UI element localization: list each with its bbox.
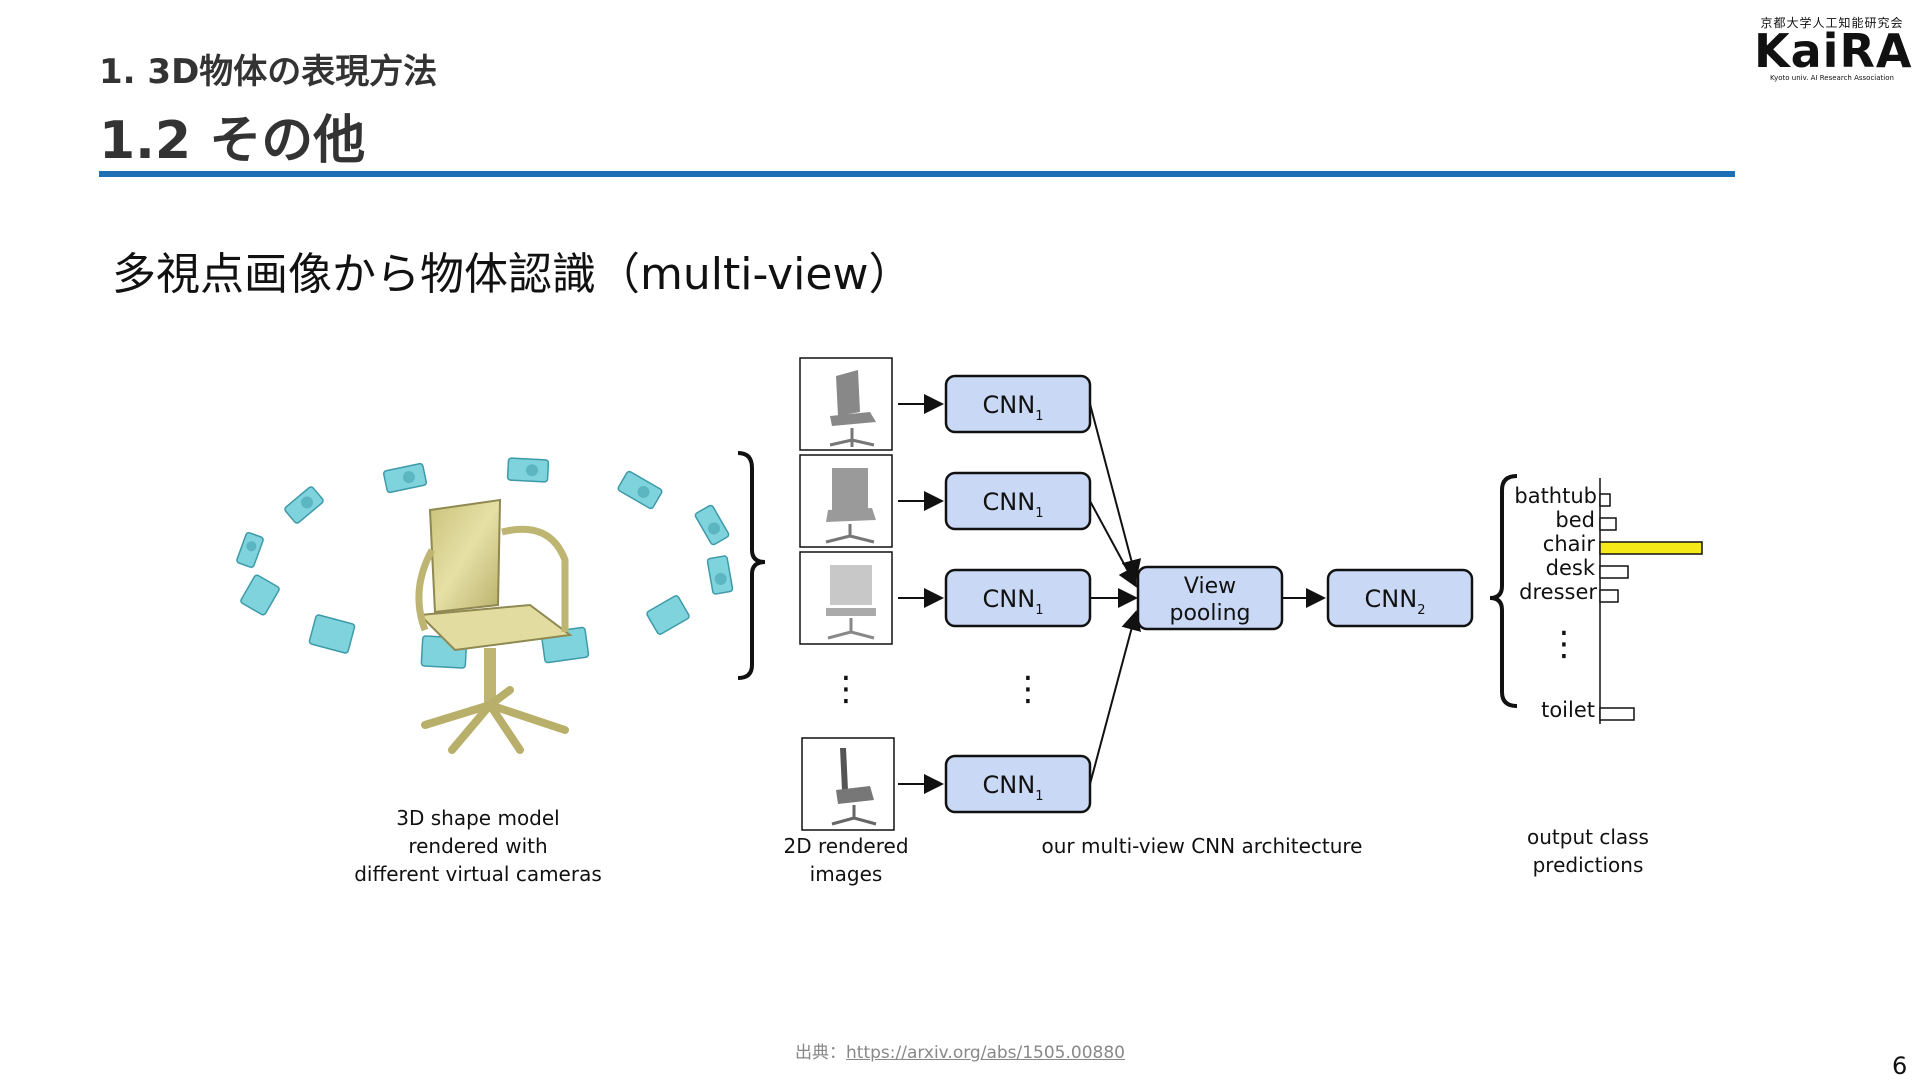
svg-text:pooling: pooling bbox=[1169, 601, 1250, 626]
svg-text:CNN1: CNN1 bbox=[983, 771, 1044, 804]
source-prefix: 出典： bbox=[795, 1043, 847, 1063]
class-label: desk bbox=[1546, 556, 1596, 580]
camera-icon bbox=[506, 457, 550, 483]
kaira-logo: 京都大学人工知能研究会 KaiRA Kyoto univ. AI Researc… bbox=[1754, 14, 1913, 84]
page-number: 6 bbox=[1892, 1052, 1908, 1080]
thumbnail bbox=[801, 737, 895, 831]
class-bar bbox=[1599, 517, 1617, 531]
class-row: dresser bbox=[1519, 580, 1619, 604]
title-divider bbox=[99, 171, 1735, 177]
class-bar bbox=[1599, 565, 1629, 579]
caption-model-line: rendered with bbox=[408, 834, 547, 858]
cnn1-box: CNN1 bbox=[944, 471, 1092, 531]
logo-wordmark: KaiRA bbox=[1754, 24, 1913, 78]
caption-model-line: 3D shape model bbox=[396, 806, 559, 830]
svg-text:CNN1: CNN1 bbox=[983, 391, 1044, 424]
multi-view-cnn-figure: ⋮ CNN1 CNN1 CNN1 CNN1 ⋮ bbox=[236, 357, 1703, 886]
cnn1-boxes: CNN1 CNN1 CNN1 CNN1 ⋮ bbox=[944, 374, 1092, 814]
view-pooling-box: View pooling bbox=[1136, 565, 1284, 631]
class-label: bed bbox=[1555, 508, 1595, 532]
cnn-ellipsis: ⋮ bbox=[1011, 669, 1045, 709]
thumbnail-ellipsis: ⋮ bbox=[829, 669, 863, 709]
thumbnail bbox=[799, 551, 893, 645]
brace-views bbox=[737, 451, 766, 680]
cnn2-box: CNN2 bbox=[1326, 568, 1474, 628]
caption-output-line: output class bbox=[1527, 825, 1649, 849]
svg-text:CNN1: CNN1 bbox=[983, 585, 1044, 618]
camera-icon bbox=[694, 504, 730, 546]
thumbnail bbox=[799, 357, 893, 451]
svg-text:View: View bbox=[1184, 574, 1236, 599]
caption-model-line: different virtual cameras bbox=[354, 862, 602, 886]
camera-icon bbox=[284, 486, 324, 524]
source-citation: 出典：https://arxiv.org/abs/1505.00880 bbox=[0, 1038, 1920, 1063]
svg-text:CNN2: CNN2 bbox=[1365, 585, 1426, 618]
class-row: desk bbox=[1546, 556, 1629, 580]
chair-3d-model bbox=[415, 498, 573, 754]
camera-icon bbox=[382, 462, 428, 494]
svg-text:CNN1: CNN1 bbox=[983, 488, 1044, 521]
rendered-thumbnails: ⋮ bbox=[799, 357, 895, 831]
class-row: bed bbox=[1555, 508, 1617, 532]
class-ellipsis: ⋮ bbox=[1547, 624, 1581, 664]
class-bar bbox=[1599, 707, 1635, 721]
caption-images-line: 2D rendered bbox=[783, 834, 908, 858]
cnn1-box: CNN1 bbox=[944, 568, 1092, 628]
caption-images-line: images bbox=[810, 862, 883, 886]
logo-subtitle: Kyoto univ. AI Research Association bbox=[1770, 74, 1894, 82]
camera-icon bbox=[706, 555, 734, 595]
cnn1-to-pooling-arrows bbox=[1089, 403, 1142, 785]
class-label: toilet bbox=[1541, 698, 1595, 722]
class-label: bathtub bbox=[1514, 484, 1597, 508]
bullet-text: 多視点画像から物体認識（multi-view） bbox=[112, 249, 913, 300]
caption-output-line: predictions bbox=[1533, 853, 1644, 877]
class-label: chair bbox=[1543, 532, 1596, 556]
camera-icon bbox=[617, 470, 663, 510]
slide-title: 1.2 その他 bbox=[99, 111, 366, 171]
camera-icon bbox=[240, 574, 280, 616]
class-bar bbox=[1599, 493, 1611, 507]
class-label: dresser bbox=[1519, 580, 1597, 604]
brace-output bbox=[1489, 474, 1518, 708]
cnn1-box: CNN1 bbox=[944, 374, 1092, 434]
class-row: bathtub bbox=[1514, 484, 1611, 508]
cnn1-box: CNN1 bbox=[944, 754, 1092, 814]
source-link[interactable]: https://arxiv.org/abs/1505.00880 bbox=[846, 1043, 1125, 1063]
thumbnail bbox=[799, 454, 893, 548]
logo-org-name: 京都大学人工知能研究会 bbox=[1760, 16, 1904, 30]
class-bar bbox=[1599, 541, 1703, 555]
camera-icon bbox=[646, 595, 690, 635]
thumbnail-arrows bbox=[898, 394, 944, 794]
class-predictions: bathtub bed chair desk dresser ⋮ toilet bbox=[1514, 478, 1703, 724]
camera-icon bbox=[236, 531, 264, 569]
section-label: 1. 3D物体の表現方法 bbox=[99, 52, 438, 92]
class-row: chair bbox=[1543, 532, 1703, 556]
caption-architecture: our multi-view CNN architecture bbox=[1042, 834, 1363, 858]
class-bar bbox=[1599, 589, 1619, 603]
class-row: toilet bbox=[1541, 698, 1635, 722]
camera-icon bbox=[308, 614, 356, 654]
figure-captions: 3D shape model rendered with different v… bbox=[354, 806, 1649, 886]
